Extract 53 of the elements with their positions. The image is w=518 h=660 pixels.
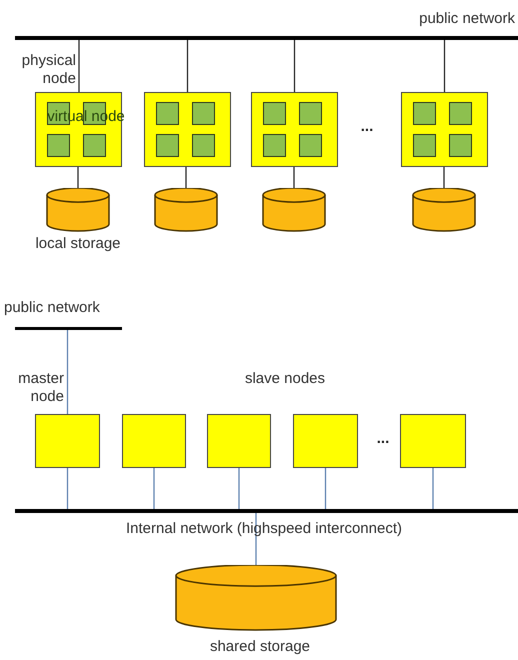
node-label: physical node: [20, 52, 76, 88]
connector-line: [186, 40, 188, 92]
node-box: [400, 414, 466, 468]
virtual-node-box: [449, 134, 472, 157]
virtual-node-box: [263, 102, 286, 125]
connector-line: [238, 468, 240, 509]
virtual-node-box: [47, 134, 70, 157]
node-box: [293, 414, 358, 468]
network-bar: [15, 327, 122, 330]
storage-cylinder: [154, 188, 218, 232]
connector-line: [432, 468, 434, 509]
connector-line: [293, 167, 295, 188]
connector-line: [443, 167, 445, 188]
connector-line: [66, 468, 68, 509]
storage-cylinder: [175, 565, 337, 631]
node-box: [35, 414, 100, 468]
ellipsis-mark: ...: [360, 118, 374, 136]
node-box: [207, 414, 271, 468]
connector-line: [444, 40, 446, 92]
virtual-node-box: [156, 134, 179, 157]
virtual-node-box: [192, 134, 215, 157]
network-bar: [15, 509, 518, 513]
virtual-node-box: [413, 134, 436, 157]
connector-line: [185, 167, 187, 188]
connector-line: [66, 330, 68, 414]
connector-line: [324, 468, 326, 509]
node-box: [144, 92, 231, 167]
node-label: shared storage: [208, 638, 312, 656]
virtual-node-box: [263, 134, 286, 157]
node-label: local storage: [34, 235, 122, 253]
network-label: public network: [4, 299, 101, 317]
virtual-node-box: [413, 102, 436, 125]
connector-line: [153, 468, 155, 509]
virtual-node-box: [449, 102, 472, 125]
node-label: master node: [17, 370, 64, 406]
connector-line: [78, 40, 80, 92]
node-box: [122, 414, 186, 468]
storage-cylinder: [262, 188, 326, 232]
virtual-node-box: [83, 134, 106, 157]
virtual-node-box: [156, 102, 179, 125]
storage-cylinder: [412, 188, 476, 232]
virtual-node-box: [299, 134, 322, 157]
connector-line: [294, 40, 296, 92]
group-label: slave nodes: [244, 370, 326, 388]
virtual-node-box: [299, 102, 322, 125]
virtual-node-box: [192, 102, 215, 125]
connector-line: [77, 167, 79, 188]
storage-cylinder: [46, 188, 110, 232]
node-box: [401, 92, 488, 167]
network-bar: [15, 36, 518, 40]
node-box: [251, 92, 338, 167]
ellipsis-mark: ...: [376, 430, 390, 448]
network-label: public network: [418, 10, 515, 28]
